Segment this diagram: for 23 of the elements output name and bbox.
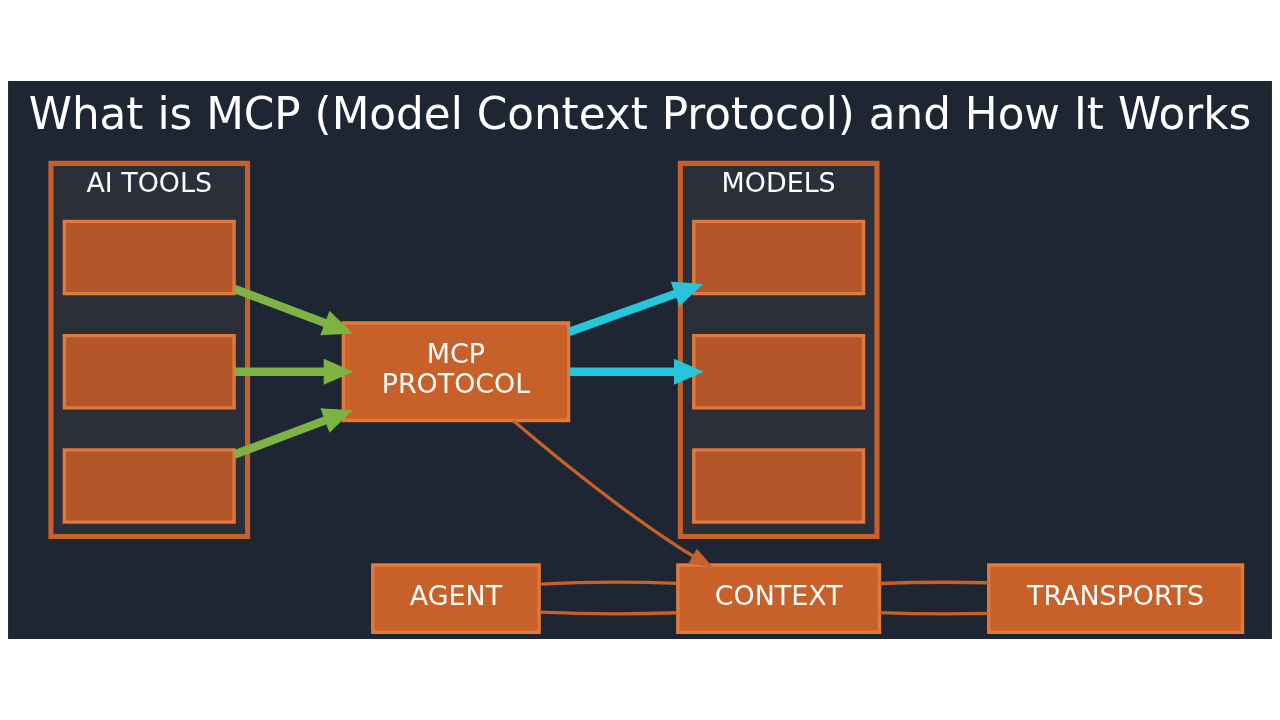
connector: [539, 580, 678, 586]
arrow: [233, 285, 353, 336]
arrow: [567, 281, 704, 336]
cluster: AI TOOLS: [48, 160, 251, 539]
arrow: [512, 419, 714, 568]
arrow: [233, 408, 353, 459]
node-box: CONTEXT: [676, 563, 882, 634]
connector: [879, 580, 989, 586]
connector: [879, 610, 989, 616]
cluster: MODELS: [677, 160, 880, 539]
diagram-title: What is MCP (Model Context Protocol) and How It Works: [28, 88, 1252, 140]
node-box: [692, 333, 866, 410]
arrow: [234, 358, 354, 385]
arrow: [568, 358, 704, 385]
connector: [539, 610, 678, 616]
node-box: TRANSPORTS: [987, 563, 1245, 634]
node-box: [62, 333, 236, 410]
node-box: [62, 219, 236, 296]
node-box: [692, 448, 866, 524]
node-box: [692, 219, 866, 296]
node-box: MCP PROTOCOL: [341, 321, 571, 423]
node-box: AGENT: [371, 563, 541, 634]
node-box: [62, 448, 236, 524]
